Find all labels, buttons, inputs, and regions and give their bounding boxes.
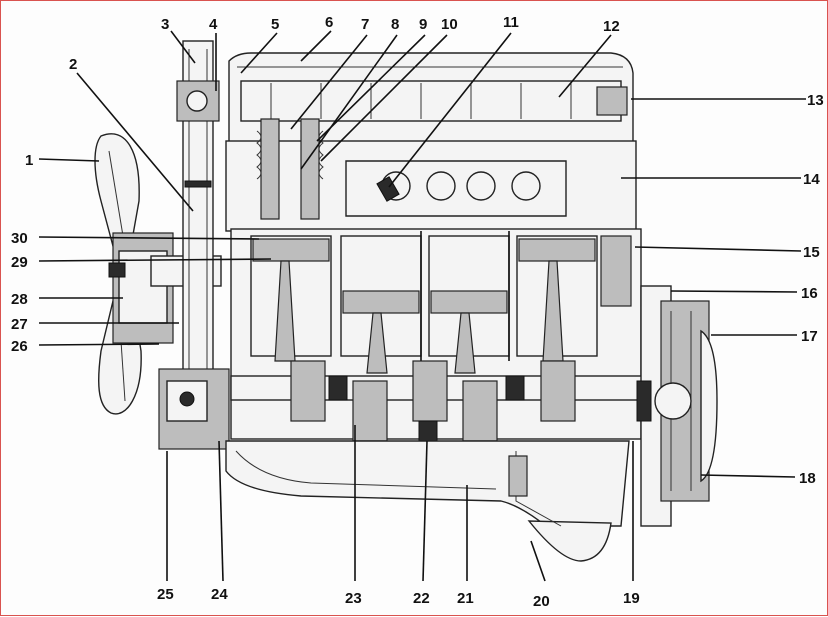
connecting-rods	[274, 260, 564, 374]
cylinder-head	[225, 140, 637, 232]
camshaft	[240, 80, 628, 122]
callout-7: 7	[361, 16, 369, 33]
callout-8: 8	[391, 16, 399, 33]
callout-17: 17	[801, 328, 818, 345]
callout-11: 11	[503, 14, 519, 31]
valves	[256, 118, 324, 220]
callout-labels: 1 2 3 4 5 6 7 8 9 10 11 12 13 14 15 16 1…	[11, 14, 824, 610]
callout-25: 25	[157, 586, 174, 603]
callout-27: 27	[11, 316, 28, 333]
callout-12: 12	[603, 18, 620, 35]
oil-pan	[225, 440, 630, 527]
callout-3: 3	[161, 16, 169, 33]
callout-leaders	[38, 30, 806, 582]
callout-15: 15	[803, 244, 820, 261]
callout-22: 22	[413, 590, 430, 607]
callout-26: 26	[11, 338, 28, 355]
fan-blade-upper	[94, 133, 140, 247]
clutch-assembly	[700, 329, 718, 483]
callout-24: 24	[211, 586, 228, 603]
flywheel-housing	[636, 285, 710, 527]
crankshaft	[230, 360, 652, 444]
callout-2: 2	[69, 56, 77, 73]
callout-18: 18	[799, 470, 816, 487]
camshaft-sprocket	[176, 80, 220, 122]
oil-pickup	[508, 451, 612, 562]
callout-10: 10	[441, 16, 458, 33]
callout-21: 21	[457, 590, 474, 607]
callout-23: 23	[345, 590, 362, 607]
callout-30: 30	[11, 230, 28, 247]
callout-4: 4	[209, 16, 218, 33]
crankshaft-pulley	[158, 368, 230, 450]
callout-28: 28	[11, 291, 28, 308]
callout-13: 13	[807, 92, 824, 109]
callout-14: 14	[803, 171, 820, 188]
callout-5: 5	[271, 16, 279, 33]
callout-20: 20	[533, 593, 550, 610]
callout-19: 19	[623, 590, 640, 607]
callout-6: 6	[325, 14, 333, 31]
callout-1: 1	[25, 152, 33, 169]
callout-29: 29	[11, 254, 28, 271]
callout-9: 9	[419, 16, 427, 33]
callout-16: 16	[801, 285, 818, 302]
